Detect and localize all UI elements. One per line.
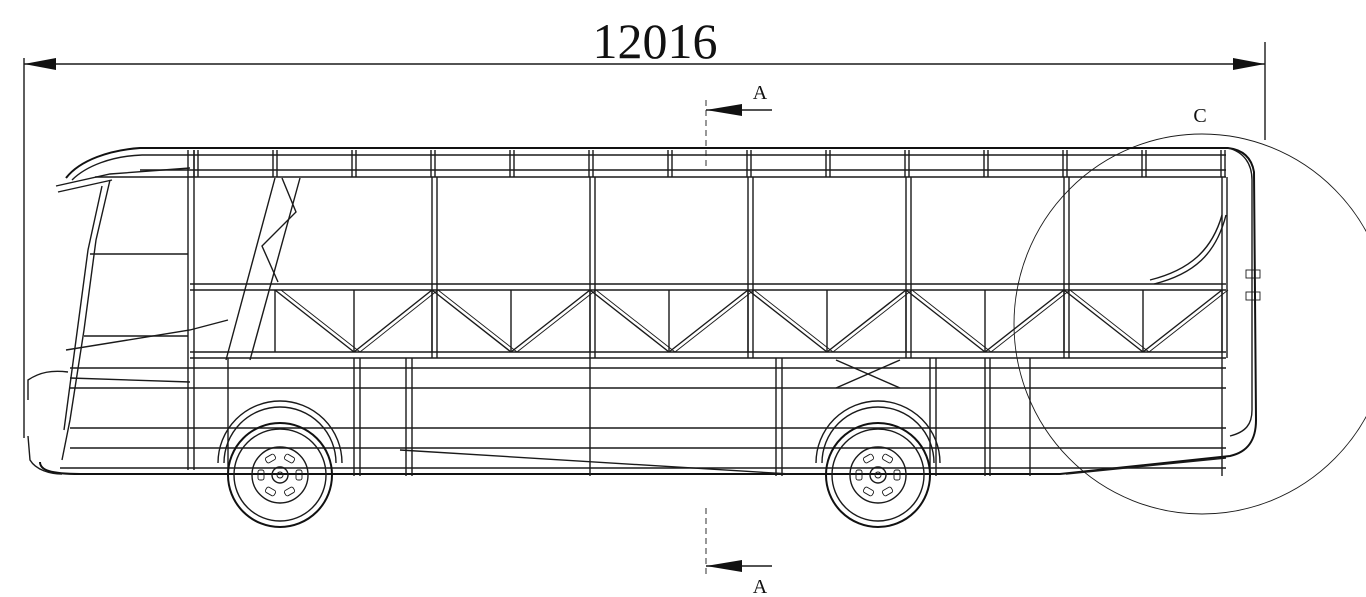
front-a-pillar-inner bbox=[63, 185, 103, 431]
truss-diagonal-edge bbox=[990, 289, 1071, 353]
rim-slot bbox=[283, 486, 296, 497]
tire-outer bbox=[227, 422, 333, 528]
rear-bracket-1 bbox=[1245, 269, 1261, 279]
wheel-arch-inner bbox=[223, 406, 337, 464]
rim bbox=[849, 446, 907, 504]
dimension-arrow-right bbox=[1233, 58, 1265, 70]
front-visor-lower bbox=[57, 179, 113, 193]
hub bbox=[869, 466, 887, 484]
truss-diagonal-edge bbox=[516, 289, 597, 353]
tire-outer bbox=[825, 422, 931, 528]
rear-bracket-2 bbox=[1245, 291, 1261, 301]
section-label-top: A bbox=[753, 82, 768, 104]
truss-diagonal bbox=[274, 289, 355, 353]
rim-slot bbox=[881, 486, 894, 497]
hub bbox=[271, 466, 289, 484]
hub-center bbox=[874, 471, 882, 479]
axle-brace bbox=[835, 359, 901, 389]
front-a-pillar bbox=[61, 179, 111, 461]
truss-diagonal bbox=[589, 289, 670, 353]
roof-inner-line bbox=[71, 154, 1226, 181]
front-visor bbox=[55, 167, 191, 187]
rim-slot bbox=[862, 453, 875, 464]
front-lower-brace bbox=[69, 377, 191, 383]
wheel-arch bbox=[217, 400, 343, 464]
truss-diagonal-edge bbox=[1069, 289, 1150, 353]
truss-diagonal bbox=[905, 289, 986, 353]
body-posts bbox=[431, 177, 1228, 358]
wheels bbox=[217, 400, 941, 528]
detail-circle bbox=[1013, 133, 1366, 515]
truss-diagonal bbox=[984, 289, 1065, 353]
overall-length-dimension: 12016 bbox=[23, 13, 1266, 438]
truss-diagonal-edge bbox=[359, 289, 439, 353]
door-pillar-front bbox=[225, 177, 276, 361]
rim-slot bbox=[264, 453, 277, 464]
rim-slot bbox=[881, 453, 894, 464]
section-marker-bottom: A bbox=[705, 508, 772, 597]
front-bumper-lower bbox=[27, 435, 63, 475]
door-zigzag bbox=[261, 177, 297, 283]
section-arrow-head-top bbox=[706, 104, 742, 116]
detail-callout-c: C bbox=[1013, 105, 1366, 515]
rim-slot bbox=[855, 469, 863, 481]
truss-diagonal bbox=[826, 289, 907, 353]
truss-diagonal bbox=[353, 289, 433, 353]
truss-diagonal bbox=[1063, 289, 1144, 353]
truss-diagonal-edge bbox=[595, 289, 676, 353]
side-truss bbox=[274, 289, 1229, 353]
truss-diagonal bbox=[668, 289, 749, 353]
rim-slot bbox=[257, 469, 265, 481]
wheel-arch-inner bbox=[821, 406, 935, 464]
truss-diagonal bbox=[747, 289, 828, 353]
section-marker-top: A bbox=[705, 82, 772, 168]
wheel-arch bbox=[815, 400, 941, 464]
rim-slot bbox=[283, 453, 296, 464]
rim-slot bbox=[893, 469, 901, 481]
rim bbox=[251, 446, 309, 504]
bus-body-outline bbox=[27, 147, 1261, 475]
body-outer-contour bbox=[39, 147, 1258, 475]
chassis-taper-line bbox=[399, 449, 791, 475]
rear-overhang-line bbox=[1065, 457, 1227, 475]
tire-inner bbox=[831, 428, 925, 522]
door-pillar-rear bbox=[249, 177, 301, 361]
truss-diagonal-edge bbox=[437, 289, 518, 353]
detail-label: C bbox=[1193, 105, 1206, 127]
rear-end-contour bbox=[1227, 147, 1253, 437]
truss-diagonal-edge bbox=[280, 289, 361, 353]
truss-diagonal-edge bbox=[674, 289, 755, 353]
rear-window-curve bbox=[1149, 214, 1223, 281]
truss-diagonal bbox=[510, 289, 591, 353]
rim-slot bbox=[264, 486, 277, 497]
truss-diagonal bbox=[1142, 289, 1223, 353]
rear-window-curve-2 bbox=[1153, 214, 1227, 285]
roof-bows bbox=[193, 150, 1226, 177]
tire-inner bbox=[233, 428, 327, 522]
section-label-bottom: A bbox=[753, 576, 768, 597]
truss-diagonal-edge bbox=[1148, 289, 1229, 353]
dimension-arrow-left bbox=[24, 58, 56, 70]
hub-center bbox=[276, 471, 284, 479]
rim-slot bbox=[295, 469, 303, 481]
truss-diagonal bbox=[431, 289, 512, 353]
truss-diagonal-edge bbox=[832, 289, 913, 353]
section-arrow-head-bottom bbox=[706, 560, 742, 572]
length-dimension-text: 12016 bbox=[593, 13, 718, 69]
truss-diagonal-edge bbox=[911, 289, 992, 353]
front-diagonal-brace bbox=[65, 319, 229, 351]
rim-slot bbox=[862, 486, 875, 497]
front-bumper-upper bbox=[27, 370, 69, 400]
truss-diagonal-edge bbox=[753, 289, 834, 353]
skirt-posts bbox=[227, 358, 1223, 476]
